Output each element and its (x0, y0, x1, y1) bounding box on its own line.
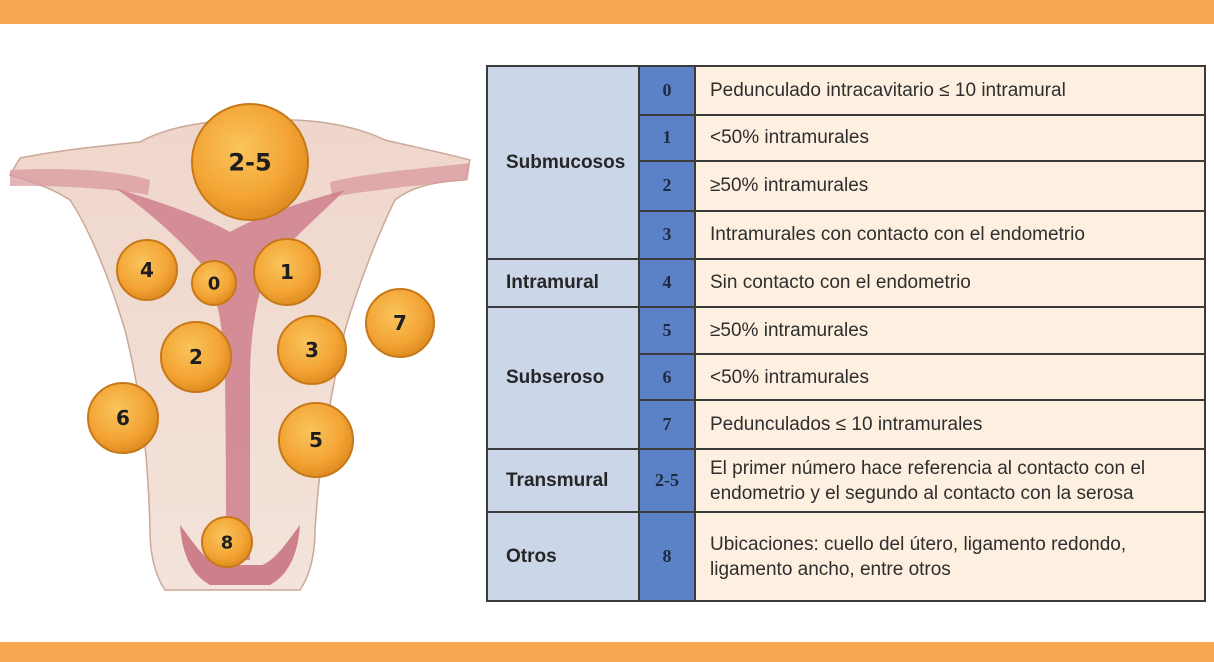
fibroid-label: 2-5 (228, 149, 271, 177)
code-cell: 8 (639, 512, 695, 601)
code-cell: 0 (639, 66, 695, 115)
description-cell: Intramurales con contacto con el endomet… (695, 211, 1205, 260)
fibroid-label: 7 (393, 311, 407, 335)
description-cell: El primer número hace referencia al cont… (695, 449, 1205, 512)
code-cell: 5 (639, 307, 695, 354)
fibroid-label: 1 (280, 260, 294, 284)
description-cell: ≥50% intramurales (695, 161, 1205, 211)
description-cell: Pedunculados ≤ 10 intramurales (695, 400, 1205, 449)
description-cell: ≥50% intramurales (695, 307, 1205, 354)
description-cell: <50% intramurales (695, 354, 1205, 400)
fibroid-label: 5 (309, 428, 323, 452)
code-cell: 3 (639, 211, 695, 260)
fibroid-label: 3 (305, 338, 319, 362)
category-cell: Submucosos (487, 66, 639, 259)
category-cell: Intramural (487, 259, 639, 306)
code-cell: 2 (639, 161, 695, 211)
code-cell: 6 (639, 354, 695, 400)
code-cell: 7 (639, 400, 695, 449)
top-accent-band (0, 0, 1214, 24)
category-cell: Subseroso (487, 307, 639, 449)
description-cell: Ubicaciones: cuello del útero, ligamento… (695, 512, 1205, 601)
description-cell: <50% intramurales (695, 115, 1205, 161)
description-cell: Pedunculado intracavitario ≤ 10 intramur… (695, 66, 1205, 115)
fibroid-label: 6 (116, 406, 130, 430)
fibroid-label: 8 (221, 532, 234, 553)
fibroid-label: 2 (189, 345, 203, 369)
bottom-accent-band (0, 642, 1214, 662)
description-cell: Sin contacto con el endometrio (695, 259, 1205, 306)
code-cell: 2-5 (639, 449, 695, 512)
code-cell: 4 (639, 259, 695, 306)
uterus-diagram: 2-5 4 0 1 7 2 3 6 5 8 (0, 80, 480, 600)
code-cell: 1 (639, 115, 695, 161)
category-cell: Otros (487, 512, 639, 601)
fibroid-label: 0 (208, 273, 221, 294)
category-cell: Transmural (487, 449, 639, 512)
fibroid-label: 4 (140, 258, 154, 282)
